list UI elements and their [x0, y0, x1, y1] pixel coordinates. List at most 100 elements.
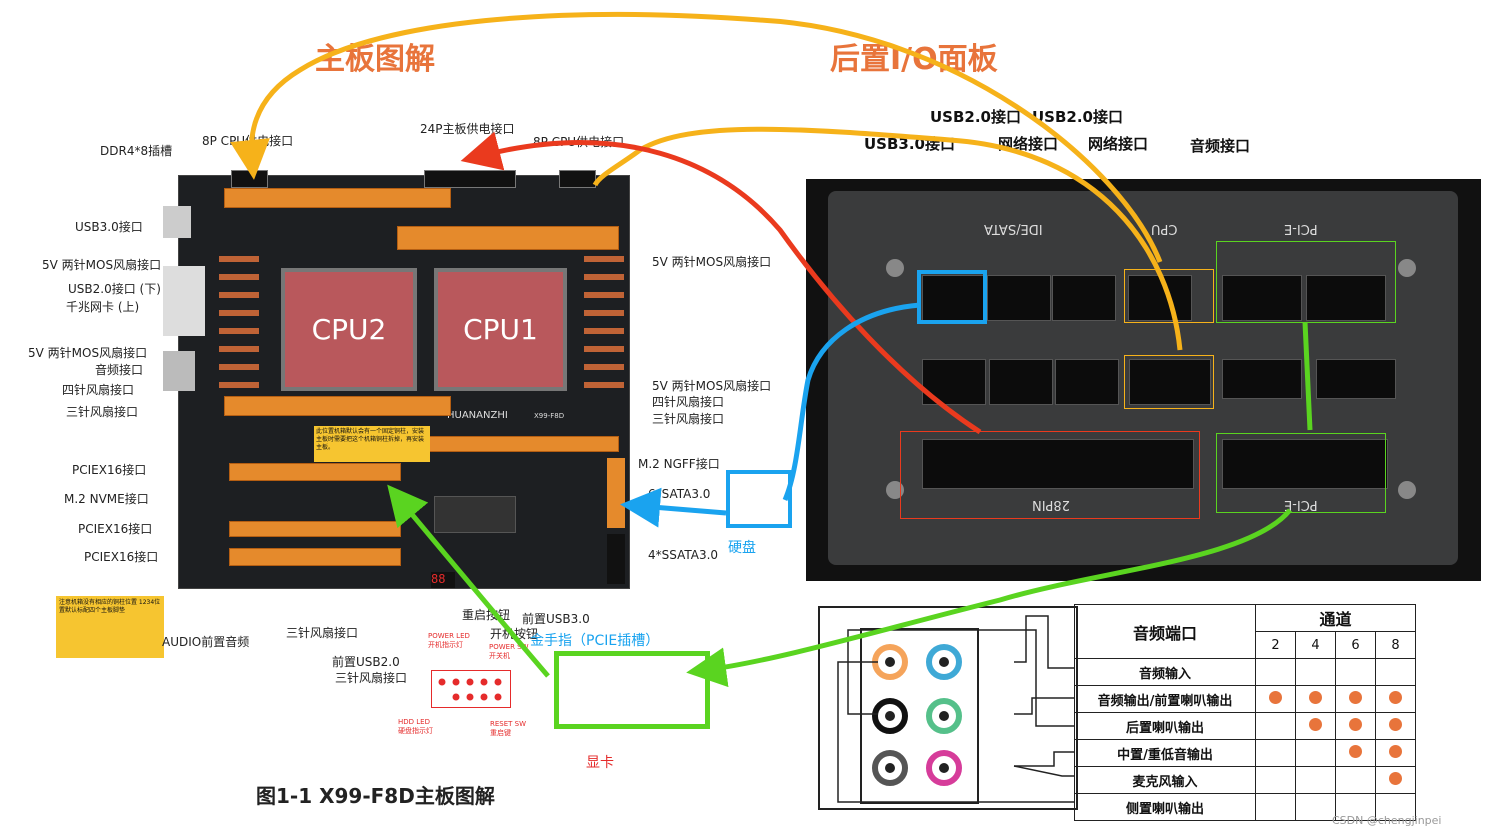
vrm-heatsink [584, 256, 624, 396]
label-m2-nvme: M.2 NVME接口 [64, 492, 149, 506]
cpu2-socket: CPU2 [281, 268, 417, 391]
rear-io-title: 后置I/O面板 [830, 42, 998, 77]
highlight-sata-socket [917, 270, 987, 324]
board-model: X99-F8D [534, 412, 565, 420]
fp-reset-sw: RESET SW [490, 720, 527, 728]
table-row: 中置/重低音输出 [1074, 739, 1416, 767]
debug-led: 88 [431, 572, 455, 588]
gold-finger-label: 金手指（PCIE插槽） [530, 633, 660, 649]
cpu1-socket: CPU1 [434, 268, 567, 391]
highlight-pcie-socket [1216, 433, 1386, 513]
psu-socket [1306, 275, 1386, 321]
gpu-box [554, 651, 710, 729]
label-front-usb2: 前置USB2.0 [332, 655, 400, 669]
channel-dot [1389, 690, 1402, 704]
standoff-note: 注意机箱没有相应的铜柱位置 1234位置默认标配四个主板脚垫 [56, 596, 164, 658]
label-ddr4: DDR4*8插槽 [100, 144, 173, 158]
psu-socket [1222, 439, 1388, 489]
label-pciex16: PCIEX16接口 [72, 463, 147, 477]
hdd-label: 硬盘 [728, 540, 756, 556]
label-pciex16: PCIEX16接口 [78, 522, 153, 536]
channel-cell [1375, 793, 1416, 821]
channel-cell [1375, 685, 1416, 713]
fp-power-led-cn: 开机指示灯 [428, 641, 463, 649]
channel-cell [1375, 766, 1416, 794]
label-3pin-fan: 三针风扇接口 [286, 626, 359, 640]
label-pciex16: PCIEX16接口 [84, 550, 159, 564]
board-brand: HUANANZHI [447, 410, 508, 421]
arrow-pcie-gpu [686, 508, 1292, 688]
atx-24p-connector [424, 170, 516, 188]
front-panel-header [431, 670, 511, 708]
table-header-channel: 通道 [1255, 604, 1416, 632]
channel-cell [1375, 739, 1416, 767]
psu-socket [1128, 275, 1192, 321]
figure-caption: 图1-1 X99-F8D主板图解 [256, 784, 495, 808]
pcie-slot [229, 521, 401, 537]
screw-icon [1398, 259, 1416, 277]
row-port-name: 侧置喇叭输出 [1074, 793, 1256, 821]
arrow-cpu2-power [230, 11, 1163, 263]
arrow-pcie-link [1302, 321, 1313, 431]
label-3pin-fan: 三针风扇接口 [66, 405, 139, 419]
vrm-heatsink [219, 256, 259, 396]
dimm-slot [224, 188, 451, 208]
label-mos-fan: 5V 两针MOS风扇接口 [652, 379, 772, 393]
channel-dot [1349, 690, 1362, 704]
psu-panel: IDE/SATA CPU PCI-E 28PIN PCI-E [806, 179, 1481, 581]
channel-dot [1389, 744, 1402, 758]
fp-power-led: POWER LED [428, 632, 470, 640]
label-lan: 千兆网卡 (上) [66, 300, 140, 314]
screw-icon [1398, 481, 1416, 499]
psu-socket [1129, 359, 1211, 405]
chipset-heatsink [434, 496, 516, 533]
highlight-28pin-socket [900, 431, 1200, 519]
channel-8: 8 [1375, 631, 1416, 659]
channel-cell [1335, 793, 1376, 821]
label-front-audio: AUDIO前置音频 [162, 635, 250, 649]
watermark: CSDN @chengjinpei [1332, 814, 1442, 827]
table-row: 麦克风输入 [1074, 766, 1416, 794]
motherboard: CPU2 CPU1 HUANANZHI X99-F8D 此位置机箱默认会有一个固… [163, 170, 630, 589]
psu-socket [1222, 275, 1302, 321]
channel-cell [1255, 766, 1296, 794]
screw-icon [886, 481, 904, 499]
notice-sticker: 此位置机箱默认会有一个固定铜柱，安装主板时需要把这个机箱铜柱拆掉，再安装主板。 [314, 426, 430, 462]
hdd-box [726, 470, 792, 528]
audio-jack-stack [163, 351, 195, 391]
io-label-usb2: USB2.0接口 [930, 108, 1021, 126]
pcie-slot [229, 463, 401, 481]
label-usb3: USB3.0接口 [75, 220, 143, 234]
usb3-stack [163, 206, 191, 238]
label-m2-ngff: M.2 NGFF接口 [638, 457, 720, 471]
arrow-gold-finger [387, 484, 550, 678]
channel-cell [1335, 739, 1376, 767]
label-ssata: 4*SSATA3.0 [648, 548, 719, 562]
cpu-power-connector [559, 170, 596, 188]
fp-power-sw: POWER SW [489, 643, 529, 651]
psu-socket [1055, 359, 1119, 405]
cpu2-label: CPU2 [311, 313, 387, 346]
row-port-name: 音频输入 [1074, 658, 1256, 686]
channel-dot [1389, 717, 1402, 731]
arrow-cpu1-power [592, 126, 1183, 351]
io-label-audio: 音频接口 [1190, 137, 1251, 155]
channel-cell [1375, 712, 1416, 740]
label-4pin-fan: 四针风扇接口 [652, 395, 725, 409]
channel-cell [1295, 739, 1336, 767]
psu-socket [987, 275, 1051, 321]
front-panel-pins [438, 678, 502, 701]
channel-dot [1309, 690, 1322, 704]
label-mos-fan: 5V 两针MOS风扇接口 [28, 346, 148, 360]
arrow-sata [640, 302, 921, 513]
label-3pin-fan: 三针风扇接口 [652, 412, 725, 426]
psu-socket [1316, 359, 1396, 399]
dimm-slot [224, 396, 451, 416]
dimm-slot [397, 226, 619, 250]
cpu1-label: CPU1 [463, 313, 538, 346]
highlight-cpu-socket [1124, 269, 1214, 323]
psu-socket [989, 359, 1053, 405]
label-mos-fan: 5V 两针MOS风扇接口 [652, 255, 772, 269]
table-row: 音频输入 [1074, 658, 1416, 686]
